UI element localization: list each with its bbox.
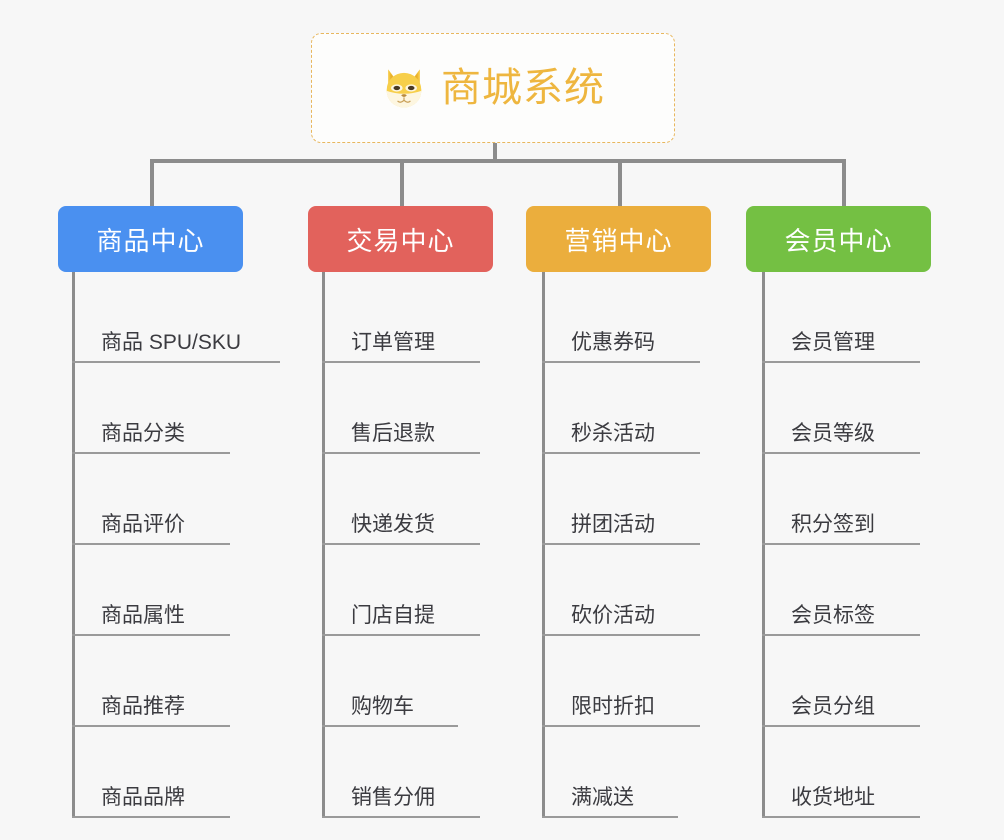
leaf-item-rule bbox=[322, 634, 480, 636]
leaf-item-rule bbox=[542, 543, 700, 545]
leaf-column-product: 商品 SPU/SKU 商品分类 商品评价 商品属性 商品推荐 商品品牌 bbox=[72, 272, 287, 818]
leaf-item-rule bbox=[72, 543, 230, 545]
leaf-item-rule bbox=[72, 634, 230, 636]
leaf-item-label: 拼团活动 bbox=[571, 512, 655, 536]
leaf-item[interactable]: 满减送 bbox=[545, 727, 722, 816]
leaf-item[interactable]: 快递发货 bbox=[325, 454, 502, 543]
leaf-item-rule bbox=[322, 543, 480, 545]
leaf-item-label: 积分签到 bbox=[791, 512, 875, 536]
leaf-item-label: 商品推荐 bbox=[101, 694, 185, 718]
leaf-item[interactable]: 商品评价 bbox=[75, 454, 287, 543]
leaf-item-label: 秒杀活动 bbox=[571, 421, 655, 445]
leaf-item-label: 限时折扣 bbox=[571, 694, 655, 718]
leaf-item[interactable]: 门店自提 bbox=[325, 545, 502, 634]
category-header-trade[interactable]: 交易中心 bbox=[308, 206, 493, 272]
leaf-item[interactable]: 商品属性 bbox=[75, 545, 287, 634]
leaf-item[interactable]: 售后退款 bbox=[325, 363, 502, 452]
leaf-item[interactable]: 会员等级 bbox=[765, 363, 942, 452]
leaf-item-rule bbox=[762, 543, 920, 545]
connector-horizontal-bus bbox=[150, 159, 846, 163]
leaf-column-member: 会员管理 会员等级 积分签到 会员标签 会员分组 收货地址 bbox=[762, 272, 942, 818]
leaf-item-label: 商品属性 bbox=[101, 603, 185, 627]
leaf-item-label: 销售分佣 bbox=[351, 785, 435, 809]
shiba-dog-face-icon bbox=[386, 69, 422, 108]
connector-drop-4 bbox=[842, 159, 846, 207]
leaf-item-label: 会员分组 bbox=[791, 694, 875, 718]
category-header-marketing[interactable]: 营销中心 bbox=[526, 206, 711, 272]
leaf-item-label: 购物车 bbox=[351, 694, 414, 718]
leaf-item[interactable]: 优惠券码 bbox=[545, 272, 722, 361]
category-header-label: 交易中心 bbox=[346, 225, 455, 256]
leaf-item-rule bbox=[542, 361, 700, 363]
category-header-label: 营销中心 bbox=[564, 225, 673, 256]
leaf-item[interactable]: 商品分类 bbox=[75, 363, 287, 452]
leaf-item[interactable]: 销售分佣 bbox=[325, 727, 502, 816]
leaf-item-rule bbox=[762, 361, 920, 363]
leaf-item-label: 砍价活动 bbox=[571, 603, 655, 627]
leaf-item[interactable]: 商品 SPU/SKU bbox=[75, 272, 287, 361]
leaf-item-rule bbox=[542, 452, 700, 454]
leaf-item[interactable]: 收货地址 bbox=[765, 727, 942, 816]
leaf-item-rule bbox=[322, 816, 480, 818]
leaf-item-rule bbox=[322, 361, 480, 363]
connector-drop-1 bbox=[150, 159, 154, 207]
root-node-label: 商城系统 bbox=[441, 66, 605, 110]
leaf-item-label: 商品品牌 bbox=[101, 785, 185, 809]
category-header-product[interactable]: 商品中心 bbox=[58, 206, 243, 272]
leaf-item-rule bbox=[542, 816, 678, 818]
leaf-item[interactable]: 会员标签 bbox=[765, 545, 942, 634]
leaf-item-rule bbox=[322, 452, 480, 454]
category-header-member[interactable]: 会员中心 bbox=[746, 206, 931, 272]
category-header-label: 商品中心 bbox=[96, 225, 205, 256]
leaf-item[interactable]: 商品推荐 bbox=[75, 636, 287, 725]
connector-drop-3 bbox=[618, 159, 622, 207]
leaf-column-marketing: 优惠券码 秒杀活动 拼团活动 砍价活动 限时折扣 满减送 bbox=[542, 272, 722, 818]
leaf-item-label: 优惠券码 bbox=[571, 330, 655, 354]
leaf-item[interactable]: 拼团活动 bbox=[545, 454, 722, 543]
leaf-item-label: 满减送 bbox=[571, 785, 634, 809]
leaf-item-label: 会员等级 bbox=[791, 421, 875, 445]
category-header-label: 会员中心 bbox=[784, 225, 893, 256]
leaf-item-rule bbox=[762, 816, 920, 818]
leaf-item[interactable]: 秒杀活动 bbox=[545, 363, 722, 452]
leaf-item-rule bbox=[72, 725, 230, 727]
leaf-item[interactable]: 砍价活动 bbox=[545, 545, 722, 634]
leaf-column-trade: 订单管理 售后退款 快递发货 门店自提 购物车 销售分佣 bbox=[322, 272, 502, 818]
leaf-item-rule bbox=[72, 361, 280, 363]
leaf-item-rule bbox=[762, 452, 920, 454]
leaf-item[interactable]: 会员管理 bbox=[765, 272, 942, 361]
leaf-item[interactable]: 商品品牌 bbox=[75, 727, 287, 816]
leaf-item-rule bbox=[542, 725, 700, 727]
leaf-item-rule bbox=[762, 634, 920, 636]
leaf-item-rule bbox=[542, 634, 700, 636]
leaf-item[interactable]: 购物车 bbox=[325, 636, 502, 725]
leaf-item-label: 商品 SPU/SKU bbox=[101, 330, 242, 354]
leaf-item-rule bbox=[322, 725, 458, 727]
leaf-item-label: 快递发货 bbox=[351, 512, 435, 536]
leaf-item-rule bbox=[72, 816, 230, 818]
leaf-item-rule bbox=[762, 725, 920, 727]
leaf-item[interactable]: 订单管理 bbox=[325, 272, 502, 361]
leaf-item-label: 收货地址 bbox=[791, 785, 875, 809]
leaf-item-label: 售后退款 bbox=[351, 421, 435, 445]
connector-root-stem bbox=[493, 143, 497, 163]
leaf-item-label: 门店自提 bbox=[351, 603, 435, 627]
leaf-item[interactable]: 积分签到 bbox=[765, 454, 942, 543]
connector-drop-2 bbox=[400, 159, 404, 207]
leaf-item[interactable]: 限时折扣 bbox=[545, 636, 722, 725]
leaf-item-label: 商品分类 bbox=[101, 421, 185, 445]
leaf-item-label: 会员标签 bbox=[791, 603, 875, 627]
root-node[interactable]: 商城系统 bbox=[311, 33, 675, 143]
leaf-item[interactable]: 会员分组 bbox=[765, 636, 942, 725]
leaf-item-label: 商品评价 bbox=[101, 512, 185, 536]
leaf-item-label: 订单管理 bbox=[351, 330, 435, 354]
leaf-item-label: 会员管理 bbox=[791, 330, 875, 354]
leaf-item-rule bbox=[72, 452, 230, 454]
